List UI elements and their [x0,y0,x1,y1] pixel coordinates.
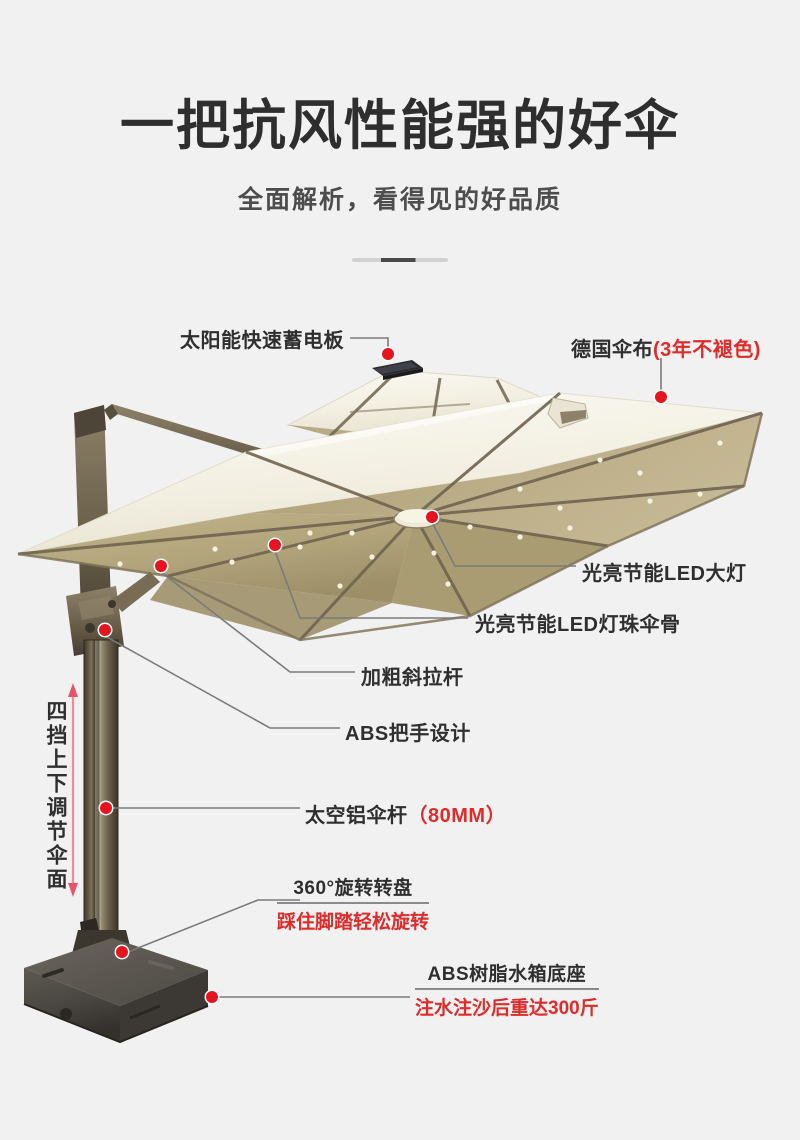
label-aluminium-pole-highlight: （80MM） [407,805,507,827]
page-subtitle: 全面解析，看得见的好品质 [237,186,562,215]
header: 一把抗风性能强的好伞 全面解析，看得见的好品质 [0,0,800,216]
label-led-rib: 光亮节能LED灯珠伞骨 [475,614,681,636]
page-title: 一把抗风性能强的好伞 [120,96,680,156]
label-height-adjust: 四挡上下调节伞面 [44,700,67,892]
fabric-marker [653,389,669,405]
label-resin-base-line2: 注水注沙后重达300斤 [415,998,599,1019]
label-abs-handle: ABS把手设计 [345,723,471,745]
label-solar-panel: 太阳能快速蓄电板 [180,330,344,352]
main-canopy-underside [17,391,764,642]
led-main-marker [424,509,440,525]
canopy-ribs [17,391,763,642]
leader-lines [104,337,662,998]
label-resin-base-line1: ABS树脂水箱底座 [415,959,599,990]
label-german-fabric-main: 德国伞布 [571,339,653,361]
divider-icon [352,258,448,262]
solar-panel [372,360,423,380]
label-resin-base: ABS树脂水箱底座 注水注沙后重达300斤 [415,959,599,1020]
marker-dots [97,346,669,1005]
resin-base [23,930,209,1044]
handle-marker [97,622,113,638]
label-rotation-line2: 踩住脚踏轻松旋转 [277,912,430,933]
label-german-fabric: 德国伞布(3年不褪色) [571,333,761,362]
pole-marker [98,800,114,816]
label-rotation-line1: 360°旋转转盘 [277,873,430,904]
label-german-fabric-highlight: (3年不褪色) [653,339,761,361]
label-led-main-light: 光亮节能LED大灯 [582,563,747,585]
label-aluminium-pole-main: 太空铝伞杆 [305,805,408,827]
label-aluminium-pole: 太空铝伞杆（80MM） [305,799,506,828]
label-rotation: 360°旋转转盘 踩住脚踏轻松旋转 [277,873,430,934]
solar-panel-marker [380,346,396,362]
brace-marker [153,558,169,574]
led-beads [117,440,723,589]
aluminium-pole [80,639,119,941]
rotation-marker [114,944,130,960]
led-rib-marker [267,537,283,553]
label-diagonal-brace: 加粗斜拉杆 [361,667,464,689]
base-marker [204,989,220,1005]
double-arrow-icon [68,683,78,897]
